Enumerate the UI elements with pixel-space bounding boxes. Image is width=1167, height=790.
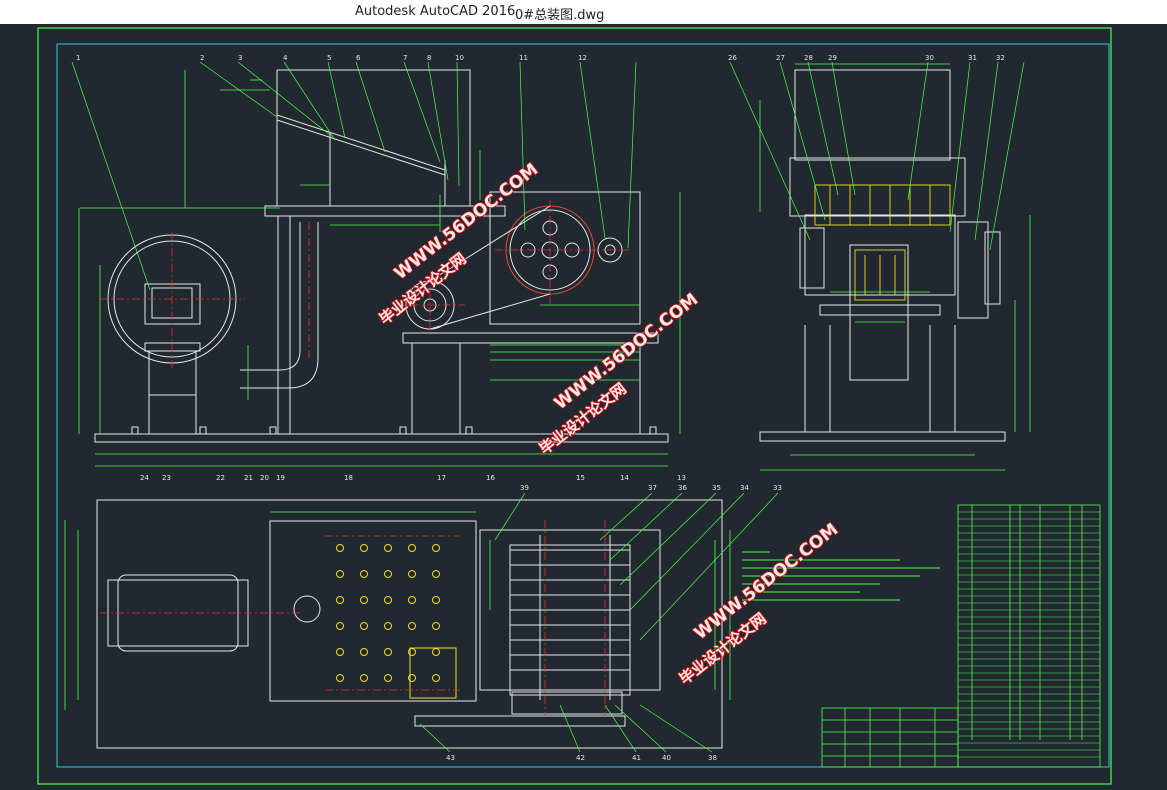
callout-30: 30 <box>925 54 934 62</box>
callouts-plan-top: 39 37 36 35 34 33 <box>520 484 782 492</box>
callout-26: 26 <box>728 54 737 62</box>
callout-28: 28 <box>804 54 813 62</box>
callout-13: 13 <box>677 474 686 482</box>
front-leaders <box>71 61 637 291</box>
callout-42: 42 <box>576 754 585 762</box>
callout-14: 14 <box>620 474 629 482</box>
callouts-plan-bottom: 43 42 41 40 38 <box>446 754 717 762</box>
technical-notes <box>742 551 940 601</box>
document-name: 0#总装图.dwg <box>515 8 605 23</box>
callout-39: 39 <box>520 484 529 492</box>
callout-27: 27 <box>776 54 785 62</box>
callout-22: 22 <box>216 474 225 482</box>
callout-40: 40 <box>662 754 671 762</box>
callouts-top-left: 1 2 3 4 5 6 7 8 10 11 12 <box>76 54 587 62</box>
callout-19: 19 <box>276 474 285 482</box>
front-view-centerlines <box>100 200 630 368</box>
callout-3: 3 <box>238 54 242 62</box>
callout-33: 33 <box>773 484 782 492</box>
callout-11: 11 <box>519 54 528 62</box>
callout-29: 29 <box>828 54 837 62</box>
callout-21: 21 <box>244 474 253 482</box>
watermark-3: WWW.56DOC.COM 毕业设计论文网 <box>675 519 843 689</box>
callout-5: 5 <box>327 54 331 62</box>
drawing-canvas[interactable]: 1 2 3 4 5 6 7 8 10 11 12 26 27 28 29 30 … <box>0 24 1167 790</box>
plan-blades <box>510 549 630 671</box>
callout-2: 2 <box>200 54 204 62</box>
side-view[interactable] <box>759 69 1006 442</box>
callout-24: 24 <box>140 474 149 482</box>
plan-centerlines <box>100 520 606 715</box>
callout-35: 35 <box>712 484 721 492</box>
callouts-bottom-left: 24 23 22 21 20 19 18 17 16 15 14 13 <box>140 474 686 482</box>
callout-43: 43 <box>446 754 455 762</box>
callout-4: 4 <box>283 54 288 62</box>
front-view-dimensions <box>78 70 681 467</box>
callout-38: 38 <box>708 754 717 762</box>
outer-frame <box>37 27 1112 785</box>
callout-20: 20 <box>260 474 269 482</box>
callout-10: 10 <box>455 54 464 62</box>
watermark-1: WWW.56DOC.COM 毕业设计论文网 <box>375 159 543 329</box>
parts-list-rows <box>958 511 1100 758</box>
callout-32: 32 <box>996 54 1005 62</box>
callout-36: 36 <box>678 484 687 492</box>
callout-18: 18 <box>344 474 353 482</box>
app-title: Autodesk AutoCAD 2016 <box>355 4 516 19</box>
title-block[interactable] <box>821 707 959 768</box>
callout-17: 17 <box>437 474 446 482</box>
callout-34: 34 <box>740 484 749 492</box>
plan-dimensions <box>64 511 731 710</box>
callout-31: 31 <box>968 54 977 62</box>
callout-7: 7 <box>403 54 407 62</box>
plan-view[interactable] <box>96 499 723 749</box>
side-view-dimensions <box>759 63 1031 471</box>
callouts-top-right: 26 27 28 29 30 31 32 <box>728 54 1005 62</box>
parts-list[interactable] <box>957 504 1101 768</box>
callout-41: 41 <box>632 754 641 762</box>
callout-8: 8 <box>427 54 431 62</box>
plan-leaders <box>419 492 779 753</box>
callout-16: 16 <box>486 474 495 482</box>
callout-6: 6 <box>356 54 361 62</box>
callout-15: 15 <box>576 474 585 482</box>
watermark-2: WWW.56DOC.COM 毕业设计论文网 <box>535 289 703 459</box>
callout-23: 23 <box>162 474 171 482</box>
inner-frame <box>56 43 1110 768</box>
callout-37: 37 <box>648 484 657 492</box>
callout-1: 1 <box>76 54 80 62</box>
side-leaders <box>729 61 1025 251</box>
side-view-hidden <box>814 184 951 301</box>
callout-12: 12 <box>578 54 587 62</box>
plan-bolt-holes <box>336 544 440 682</box>
title-bar: Autodesk AutoCAD 2016 0#总装图.dwg <box>0 0 1167 24</box>
